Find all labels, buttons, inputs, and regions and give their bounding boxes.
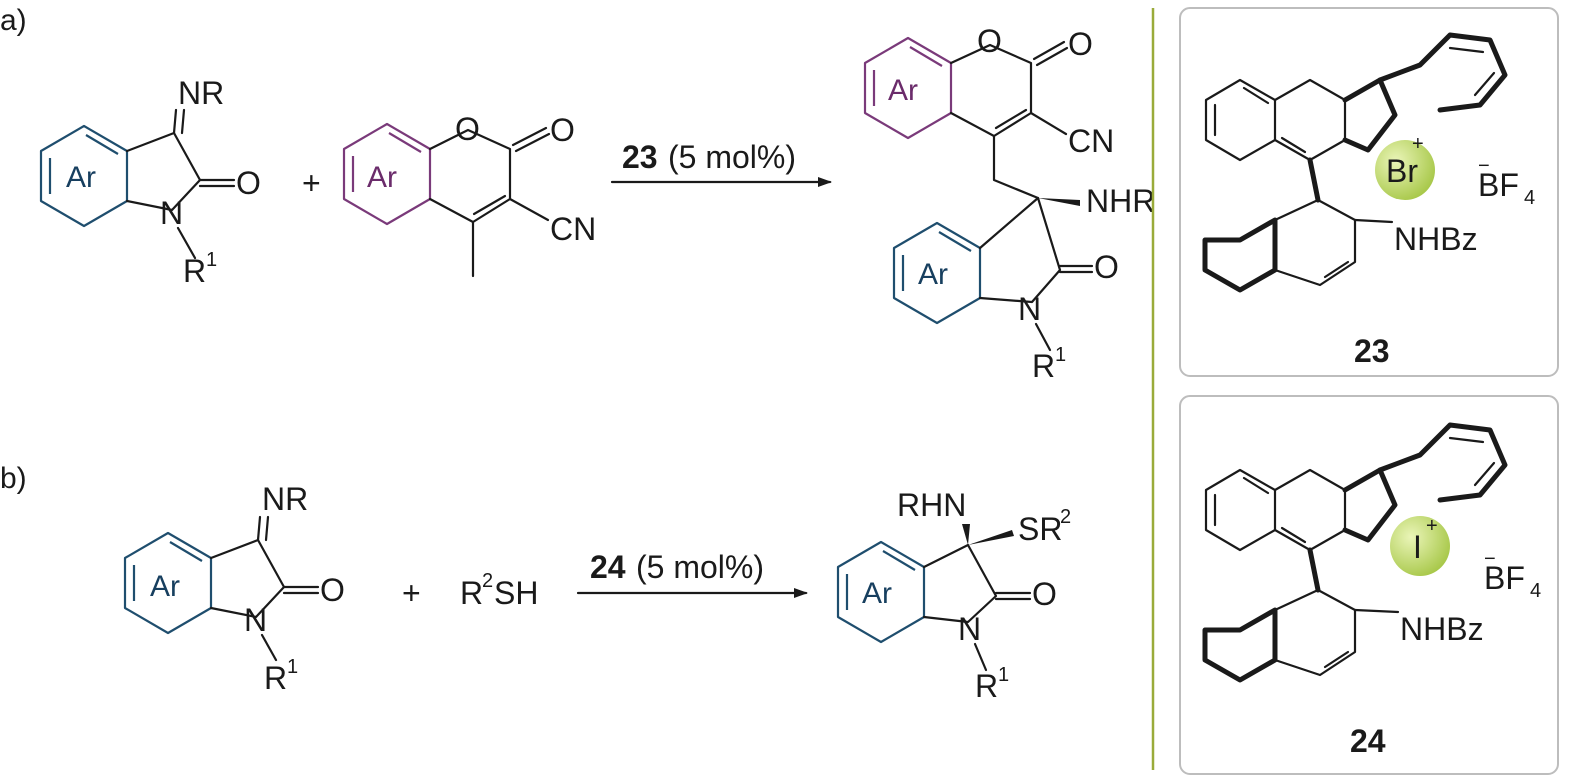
coumarin-carbonyl-o: O [550, 112, 575, 148]
catalyst-23-nhbz: NHBz [1394, 221, 1478, 257]
catalyst-23-anion-charge: − [1478, 155, 1490, 177]
product-ring-o: O [977, 23, 1002, 59]
carbonyl-o-label: O [236, 165, 261, 201]
catalyst-24-ref: 24 [590, 549, 626, 585]
catalyst-24-nhbz: NHBz [1400, 611, 1484, 647]
catalyst-24-anion-sub: 4 [1530, 580, 1541, 602]
catalyst-23-card: Br + − BF 4 NHBz 23 [1179, 7, 1559, 377]
isatin-b-r1-sup: 1 [287, 656, 298, 678]
product-b-sr-sup: 2 [1060, 506, 1071, 528]
panel-b-label: b) [0, 462, 27, 495]
product-b-r1-sup: 1 [998, 664, 1009, 686]
product-r1-sup: 1 [1055, 344, 1066, 366]
isatin-aryl-label: Ar [66, 161, 96, 194]
r1-sup: 1 [206, 249, 217, 271]
catalyst-23-anion: BF [1478, 167, 1519, 203]
r1-label: R [183, 253, 206, 289]
coumarin-reactant: Ar O O CN [342, 111, 596, 278]
isatin-b-carbonyl-o: O [320, 572, 345, 608]
thiol-sup: 2 [482, 570, 493, 592]
coumarin-ring-o: O [455, 111, 480, 147]
product-nhr: NHR [1086, 183, 1155, 219]
catalyst-24-anion: BF [1484, 560, 1525, 596]
isatin-imine-a: Ar NR O N R 1 [39, 75, 261, 289]
catalyst-23-halogen: Br [1386, 153, 1418, 189]
catalyst-23-charge: + [1412, 133, 1424, 155]
product-carbonyl-o: O [1068, 26, 1093, 62]
product-nitrile: CN [1068, 123, 1114, 159]
catalyst-loading-b: (5 mol%) [636, 549, 764, 585]
product-b: Ar RHN SR 2 O N R 1 [836, 487, 1071, 704]
isatin-b-aryl-label: Ar [150, 570, 180, 603]
product-b-r1: R [975, 668, 998, 704]
ring-n-label: N [160, 195, 183, 231]
catalyst-24-charge: + [1426, 515, 1438, 537]
catalyst-24-card: I + − BF 4 NHBz 24 [1179, 395, 1559, 775]
product-a: Ar O O CN NHR Ar O N R 1 [863, 23, 1155, 384]
catalyst-24-halogen: I [1413, 529, 1422, 565]
product-b-sr: SR [1018, 511, 1062, 547]
coumarin-aryl-label: Ar [367, 161, 397, 194]
thiol-sh: SH [494, 575, 538, 611]
catalyst-loading-a: (5 mol%) [668, 139, 796, 175]
halogen-sphere-24 [1390, 516, 1450, 576]
isatin-b-imine-nr: NR [262, 481, 308, 517]
thiol-r: R [460, 575, 483, 611]
product-r1: R [1032, 348, 1055, 384]
panel-a-label: a) [0, 4, 27, 37]
isatin-imine-b: Ar NR O N R 1 [123, 481, 345, 696]
isatin-b-ring-n: N [244, 602, 267, 638]
coumarin-nitrile: CN [550, 211, 596, 247]
catalyst-24-anion-charge: − [1484, 548, 1496, 570]
product-carbonyl-o-2: O [1094, 249, 1119, 285]
imine-nr-label: NR [178, 75, 224, 111]
catalyst-23-anion-sub: 4 [1524, 187, 1535, 209]
product-b-aryl-label: Ar [862, 577, 892, 610]
halogen-sphere-23 [1375, 140, 1435, 200]
product-isatin-aryl-label: Ar [918, 258, 948, 291]
catalyst-23-ref: 23 [622, 139, 658, 175]
product-coumarin-aryl-label: Ar [888, 74, 918, 107]
product-b-rhn: RHN [897, 487, 966, 523]
isatin-b-r1: R [264, 660, 287, 696]
plus-sign-a: + [302, 165, 321, 201]
plus-sign-b: + [402, 575, 421, 611]
catalyst-23-number: 23 [1354, 333, 1390, 369]
product-b-carbonyl-o: O [1032, 576, 1057, 612]
product-b-ring-n: N [958, 611, 981, 647]
product-ring-n: N [1018, 291, 1041, 327]
catalyst-24-number: 24 [1350, 723, 1386, 759]
